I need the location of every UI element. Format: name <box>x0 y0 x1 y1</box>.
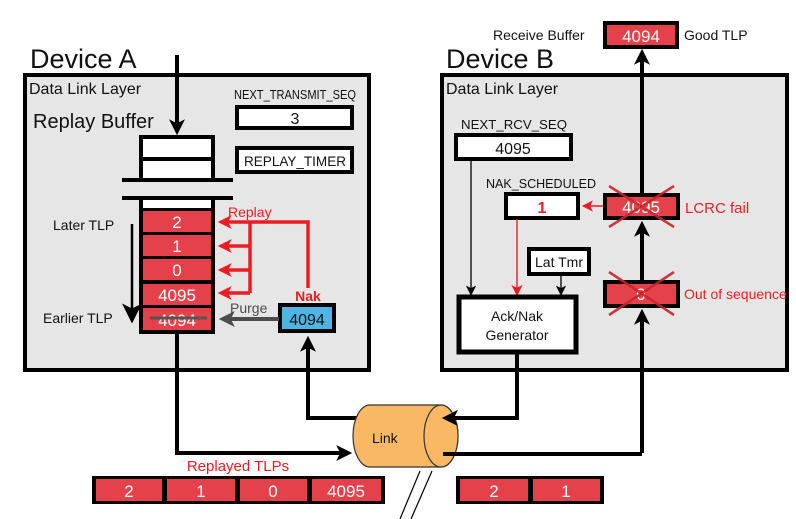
buffer-entry <box>143 235 211 256</box>
replayed-tlps-strip: 2 1 0 4095 <box>92 476 385 504</box>
device-b-ack-nak-path <box>441 352 519 426</box>
replayed-tlp-seq: 2 <box>124 482 133 501</box>
replayed-tlp <box>96 479 162 501</box>
link-wires <box>175 332 642 461</box>
out-of-seq-label: Out of sequence <box>684 286 787 302</box>
buffer-entry-seq: 0 <box>172 261 181 280</box>
device-a-tx-path <box>175 332 353 461</box>
in-flight-tlp <box>533 479 600 501</box>
buffer-entry <box>143 284 211 305</box>
buffer-entry <box>143 211 211 232</box>
nak-return-path <box>300 335 358 420</box>
device-b: Device B Data Link Layer Receive Buffer … <box>440 21 789 453</box>
next-rcv-seq-label: NEXT_RCV_SEQ <box>461 118 567 132</box>
in-flight-tlp-seq: 1 <box>561 482 570 501</box>
lat-tmr-label: Lat Tmr <box>535 254 583 270</box>
replayed-tlp <box>312 479 381 501</box>
device-a-title: Device A <box>30 44 137 74</box>
buffer-entry-seq: 1 <box>172 237 181 256</box>
replayed-tlp <box>240 479 307 501</box>
buffer-entry <box>143 259 211 280</box>
replay-timer-box <box>235 146 354 174</box>
link-break-slash <box>410 470 433 519</box>
link-cylinder: Link <box>352 404 459 468</box>
ack-nak-generator-line2: Generator <box>485 327 548 343</box>
next-rcv-seq-value: 4095 <box>495 141 531 158</box>
replay-buffer: 2 1 0 4095 4094 <box>122 135 233 334</box>
buffer-entry-seq: 4095 <box>158 286 196 305</box>
later-tlp-label: Later TLP <box>53 217 114 233</box>
device-b-side-tlps-strip: 2 1 <box>456 476 604 504</box>
ack-nak-generator-box <box>456 294 579 355</box>
replayed-tlps-label: Replayed TLPs <box>187 458 289 475</box>
next-transmit-seq-value: 3 <box>291 111 300 128</box>
lcrc-fail-label: LCRC fail <box>685 200 749 217</box>
device-a-layer-label: Data Link Layer <box>29 81 142 98</box>
receive-buffer-box <box>603 21 679 49</box>
replay-label: Replay <box>228 204 272 220</box>
receive-buffer-label: Receive Buffer <box>493 27 585 43</box>
link-break-slash <box>399 470 421 519</box>
device-a: Device A Data Link Layer Replay Buffer N… <box>23 44 371 372</box>
receive-buffer-value: 4094 <box>622 27 660 46</box>
next-rcv-seq-box <box>454 133 573 161</box>
received-nak-seq: 4094 <box>289 312 325 329</box>
replayed-tlp-seq: 4095 <box>327 482 365 501</box>
next-transmit-seq-box <box>235 105 354 130</box>
nak-scheduled-box <box>504 192 580 220</box>
in-flight-tlp-seq: 2 <box>489 482 498 501</box>
in-flight-tlp <box>460 479 528 501</box>
replay-buffer-label: Replay Buffer <box>33 111 154 133</box>
nak-label: Nak <box>295 288 321 304</box>
received-nak-box <box>278 303 336 333</box>
ack-nak-generator-line1: Ack/Nak <box>491 308 544 324</box>
replayed-tlp-seq: 1 <box>196 482 205 501</box>
buffer-entry-seq-purged: 4094 <box>158 311 196 330</box>
device-b-title: Device B <box>446 44 554 74</box>
replayed-tlp <box>167 479 235 501</box>
nak-scheduled-value: 1 <box>538 200 547 217</box>
earlier-tlp-label: Earlier TLP <box>43 310 113 326</box>
nak-scheduled-label: NAK_SCHEDULED <box>486 177 596 191</box>
replay-timer-label: REPLAY_TIMER <box>244 153 346 169</box>
replay-arrows <box>217 215 310 300</box>
lat-tmr-box <box>527 247 591 276</box>
good-tlp-label: Good TLP <box>684 27 748 43</box>
next-transmit-seq-label: NEXT_TRANSMIT_SEQ <box>234 88 356 102</box>
device-b-layer-label: Data Link Layer <box>446 81 559 98</box>
buffer-entry-seq: 2 <box>172 213 181 232</box>
replayed-tlp-seq: 0 <box>268 482 277 501</box>
link-label: Link <box>372 430 399 446</box>
purge-label: Purge <box>230 300 268 316</box>
